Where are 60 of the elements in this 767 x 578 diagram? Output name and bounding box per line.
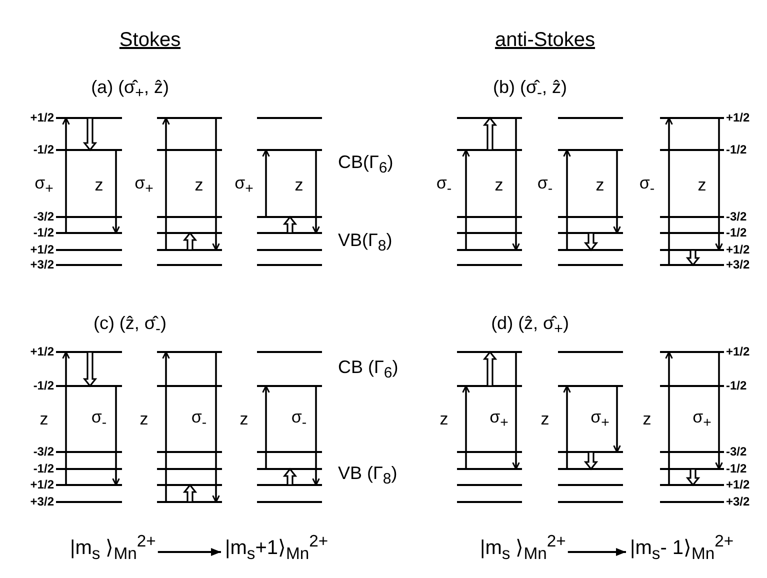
spin-label: +3/2 (30, 495, 54, 509)
spin-label: -1/2 (726, 226, 747, 240)
spin-label: +1/2 (30, 243, 54, 257)
spin-label: -3/2 (726, 210, 747, 224)
spin-label: -3/2 (33, 210, 54, 224)
band-label: VB (Γ$_{8}$) (338, 464, 398, 488)
spin-label: +1/2 (30, 345, 54, 359)
arrow (568, 548, 626, 556)
arrow (158, 548, 221, 556)
heading: Stokes (119, 29, 181, 51)
panel-title: (b) (σ̂$_{-}$, ẑ) (492, 78, 568, 102)
polarization-label: σ$_{+}$ (692, 408, 712, 432)
polarization-label: σ$_{+}$ (34, 174, 54, 197)
polarization-label: z (140, 410, 148, 430)
spin-label: +3/2 (30, 258, 54, 272)
band-label: CB(Γ$_{6}$) (338, 152, 394, 178)
spin-label: +3/2 (726, 495, 750, 509)
polarization-label: z (596, 176, 604, 195)
panel-title: (d) (ẑ, σ̂$_{+}$) (491, 314, 569, 338)
polarization-label: σ$_{-}$ (537, 174, 553, 197)
spin-label: -1/2 (726, 462, 747, 476)
spin-label: +3/2 (726, 258, 750, 272)
polarization-label: z (40, 410, 48, 430)
panel-title: (a) (σ̂$_{+}$, ẑ) (91, 78, 169, 102)
spin-label: +1/2 (30, 478, 54, 492)
polarization-label: σ$_{+}$ (490, 408, 508, 432)
spin-label: +1/2 (726, 478, 750, 492)
spin-label: +1/2 (30, 111, 54, 125)
spin-label: -1/2 (33, 379, 54, 393)
spin-label: -1/2 (33, 226, 54, 240)
polarization-label: z (540, 410, 550, 430)
polarization-label: z (440, 410, 448, 430)
spin-label: -3/2 (726, 445, 747, 459)
polarization-label: σ$_{-}$ (436, 174, 452, 197)
spin-label: +1/2 (726, 111, 750, 125)
polarization-label: z (194, 176, 204, 195)
polarization-label: z (698, 176, 706, 195)
polarization-label: σ$_{+}$ (134, 174, 154, 197)
polarization-label: σ$_{-}$ (91, 408, 107, 432)
polarization-label: σ$_{-}$ (191, 408, 207, 432)
band-label: VB(Γ$_{8}$) (338, 230, 392, 256)
spin-label: -1/2 (726, 379, 747, 393)
spin-label: -3/2 (33, 445, 54, 459)
polarization-label: z (642, 410, 652, 430)
polarization-label: z (94, 176, 104, 195)
heading: anti-Stokes (494, 29, 596, 51)
polarization-label: z (294, 176, 304, 195)
band-label: CB (Γ$_{6}$) (338, 358, 398, 382)
spin-label: +1/2 (726, 345, 750, 359)
spin-label: -1/2 (33, 143, 54, 157)
polarization-label: σ$_{-}$ (291, 408, 307, 432)
spin-label: -1/2 (33, 462, 54, 476)
polarization-label: z (494, 176, 504, 195)
polarization-label: σ$_{-}$ (639, 174, 655, 197)
polarization-label: z (240, 410, 248, 430)
spin-label: -1/2 (726, 143, 747, 157)
panel-title: (c) (ẑ, σ̂$_{-}$) (93, 314, 167, 338)
spin-label: +1/2 (726, 243, 750, 257)
polarization-label: σ$_{+}$ (234, 174, 254, 197)
polarization-label: σ$_{+}$ (590, 408, 610, 432)
